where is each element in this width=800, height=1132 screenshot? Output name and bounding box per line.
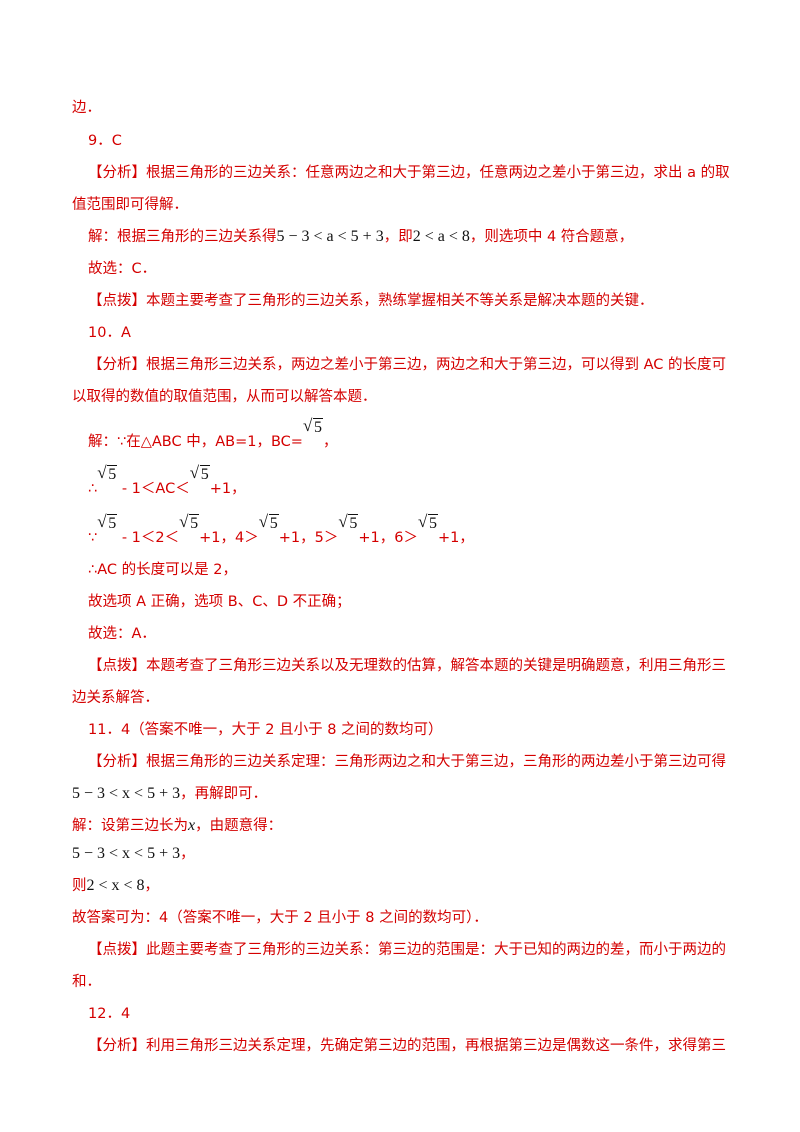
math-expression: 5 − 3 < a < 5 + 3 (276, 228, 384, 245)
q10-analysis-cont: 以取得的数值的取值范围，从而可以解答本题． (72, 389, 377, 405)
math-expression: 2 < a < 8 (412, 228, 470, 245)
q10-therefore: ∴√5 - 1＜AC＜√5+1， (88, 463, 246, 497)
q10-result: ∴AC 的长度可以是 2， (88, 562, 237, 578)
q11-final: 故答案可为：4（答案不唯一，大于 2 且小于 8 之间的数均可）． (72, 910, 488, 926)
q11-inequality: 5 − 3 < x < 5 + 3， (72, 845, 195, 862)
sqrt-expression: √5 (189, 463, 210, 483)
q10-because: ∵√5 - 1＜2＜√5+1，4＞√5+1，5＞√5+1，6＞√5+1， (88, 512, 474, 546)
q10-options: 故选项 A 正确，选项 B、C、D 不正确； (88, 594, 351, 610)
q11-tip-cont: 和． (72, 974, 101, 990)
sqrt-expression: √5 (258, 512, 279, 532)
q12-answer: 12．4 (88, 1006, 131, 1022)
q10-analysis: 【分析】根据三角形三边关系，两边之差小于第三边，两边之和大于第三边，可以得到 A… (88, 357, 727, 373)
text-line: 边． (72, 100, 101, 116)
q11-answer: 11．4（答案不唯一，大于 2 且小于 8 之间的数均可） (88, 722, 443, 738)
sqrt-expression: √5 (417, 512, 438, 532)
q10-tip: 【点拨】本题考查了三角形三边关系以及无理数的估算，解答本题的关键是明确题意，利用… (88, 658, 726, 674)
q11-solution: 解：设第三边长为x，由题意得： (72, 817, 283, 834)
math-expression: 5 − 3 < x < 5 + 3 (72, 785, 181, 802)
q11-analysis: 【分析】根据三角形的三边关系定理：三角形两边之和大于第三边，三角形的两边差小于第… (88, 754, 726, 770)
sqrt-expression: √5 (179, 512, 200, 532)
sqrt-expression: √5 (97, 463, 118, 483)
q10-solution: 解：∵在△ABC 中，AB=1，BC=√5， (88, 416, 338, 450)
sqrt-expression: √5 (97, 512, 118, 532)
q9-solution: 解：根据三角形的三边关系得5 − 3 < a < 5 + 3，即2 < a < … (88, 228, 634, 245)
q9-choose: 故选：C． (88, 261, 157, 277)
q10-answer: 10．A (88, 325, 131, 341)
q9-analysis-cont: 值范围即可得解． (72, 197, 188, 213)
q10-choose: 故选：A． (88, 626, 156, 642)
sqrt-expression: √5 (338, 512, 359, 532)
math-expression: 5 − 3 < x < 5 + 3 (72, 845, 181, 862)
q10-tip-cont: 边关系解答． (72, 690, 159, 706)
q11-analysis-cont: 5 − 3 < x < 5 + 3，再解即可． (72, 785, 268, 802)
sqrt-expression: √5 (302, 416, 323, 436)
q9-answer: 9．C (88, 133, 122, 149)
math-expression: 2 < x < 8 (86, 877, 145, 894)
q9-analysis: 【分析】根据三角形的三边关系：任意两边之和大于第三边，任意两边之差小于第三边，求… (88, 165, 730, 181)
q12-analysis: 【分析】利用三角形三边关系定理，先确定第三边的范围，再根据第三边是偶数这一条件，… (88, 1038, 726, 1054)
q11-then: 则2 < x < 8， (72, 877, 160, 894)
q11-tip: 【点拨】此题主要考查了三角形的三边关系：第三边的范围是：大于已知的两边的差，而小… (88, 942, 726, 958)
q9-tip: 【点拨】本题主要考查了三角形的三边关系，熟练掌握相关不等关系是解决本题的关键． (88, 293, 654, 309)
